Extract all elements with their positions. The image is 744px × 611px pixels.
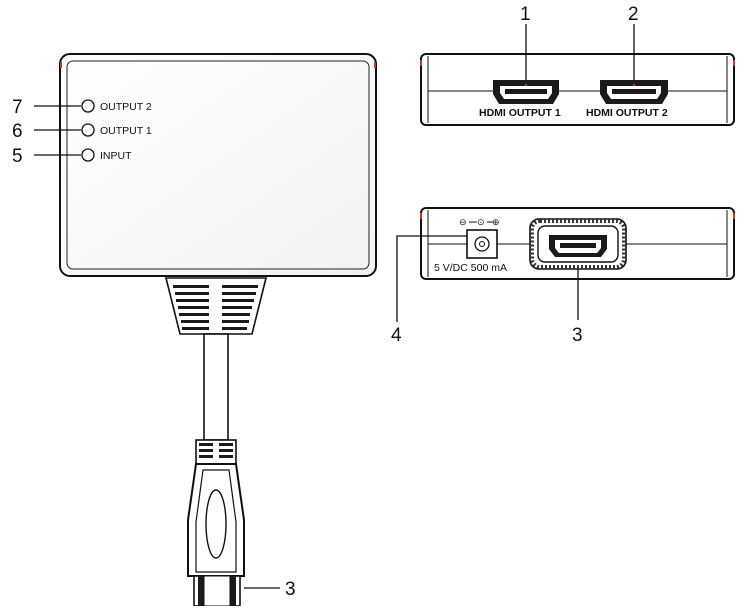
callout-1: 1 xyxy=(520,4,531,25)
led-output-1: OUTPUT 1 xyxy=(81,123,152,137)
polarity-minus-icon: ⊖ xyxy=(459,217,467,227)
splitter-top-view: OUTPUT 2 OUTPUT 1 INPUT 7 6 5 xyxy=(12,53,377,277)
power-rating-label: 5 V/DC 500 mA xyxy=(434,262,507,274)
polarity-center-icon: ⊙ xyxy=(477,217,485,227)
led-input: INPUT xyxy=(81,148,132,162)
dc-power-jack xyxy=(466,229,498,259)
callout-4: 4 xyxy=(391,325,402,346)
hdmi-output-1-port xyxy=(493,80,559,104)
hdmi-output-2-port xyxy=(600,80,668,104)
callout-3-port: 3 xyxy=(572,325,583,346)
callout-5: 5 xyxy=(12,146,23,167)
led-input-label: INPUT xyxy=(100,150,132,162)
callout-2: 2 xyxy=(628,4,639,25)
polarity-plus-icon: ⊕ xyxy=(492,217,500,227)
splitter-output-side: HDMI OUTPUT 1 HDMI OUTPUT 2 1 2 xyxy=(420,4,735,126)
splitter-input-side: ⊖ ⊙ ⊕ 5 V/DC 500 mA 4 3 xyxy=(391,207,735,346)
cable-strain-relief xyxy=(164,277,268,335)
callout-6: 6 xyxy=(12,121,23,142)
led-output-1-label: OUTPUT 1 xyxy=(100,125,152,137)
hdmi-cable xyxy=(195,333,237,465)
led-output-2-label: OUTPUT 2 xyxy=(100,101,152,113)
led-output-2: OUTPUT 2 xyxy=(81,99,152,113)
callout-3-cable: 3 xyxy=(285,579,296,600)
hdmi-input-port xyxy=(529,218,627,270)
hdmi-output-2-label: HDMI OUTPUT 2 xyxy=(586,107,668,119)
callout-7: 7 xyxy=(12,97,23,118)
hdmi-output-1-label: HDMI OUTPUT 1 xyxy=(479,107,561,119)
hdmi-plug: 3 xyxy=(187,463,296,607)
